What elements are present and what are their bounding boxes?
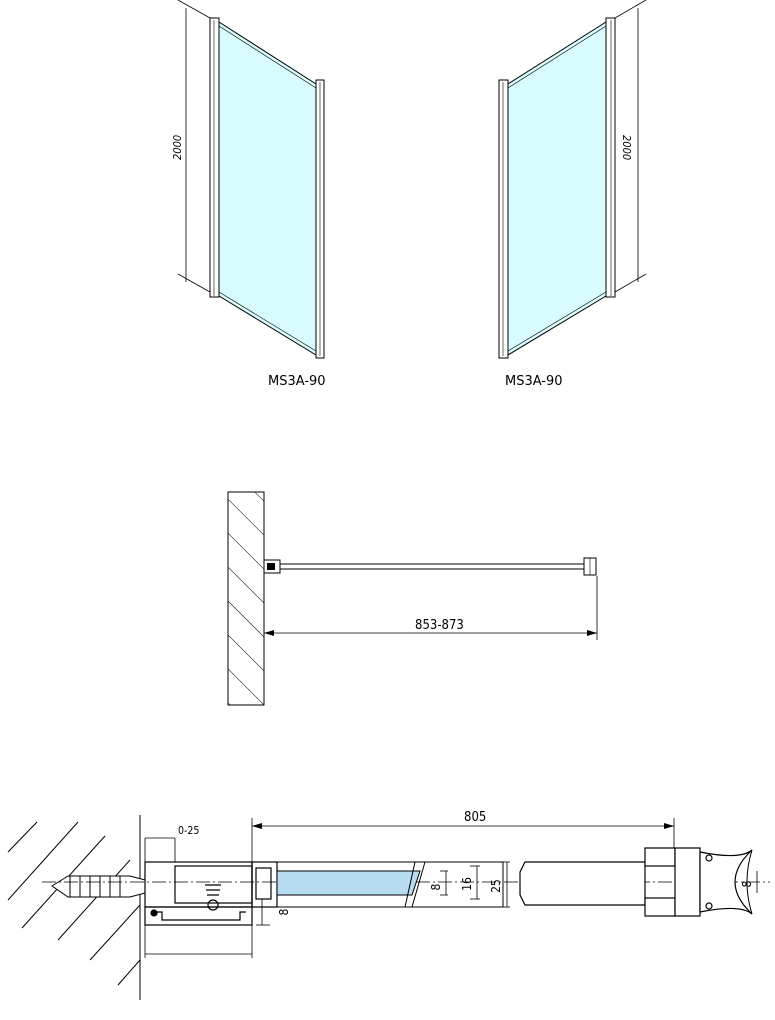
panel-right-end-profile [498, 79, 509, 359]
panel-right-model-label: MS3A-90 [505, 374, 563, 389]
detail-wall [7, 815, 141, 1000]
adjust-label: 0-25 [178, 825, 199, 837]
panel-right-height-label: 2000 [620, 135, 633, 160]
plan-width-label: 853-873 [415, 618, 464, 633]
wall-profile [144, 861, 253, 926]
total-dim-label: 805 [464, 810, 486, 825]
end-glass-label: 8 [740, 880, 754, 887]
plan-view: 853-873 [227, 491, 598, 706]
end-profile-assembly [519, 847, 753, 917]
glass-carrier [251, 861, 278, 908]
panel-left-glass [218, 21, 317, 356]
wall-dowel [51, 875, 146, 898]
glass-section [276, 861, 504, 908]
offset-dim-label: 8 [277, 908, 291, 915]
outer-dim-label: 25 [489, 879, 503, 893]
panel-left: 2000 MS3A-90 [171, 0, 326, 389]
glass-thickness-label: 8 [429, 883, 443, 890]
panel-left-model-label: MS3A-90 [268, 374, 326, 389]
panel-right: 2000 MS3A-90 [498, 0, 647, 389]
profile-detail: 0-25 805 8 16 25 [7, 810, 770, 1000]
panel-left-height-label: 2000 [171, 135, 184, 160]
panel-left-wall-profile [209, 17, 220, 298]
plan-wall [227, 491, 265, 706]
panel-right-glass [507, 21, 607, 356]
panel-right-wall-profile [605, 17, 616, 298]
inner-dim-label: 16 [460, 877, 474, 891]
